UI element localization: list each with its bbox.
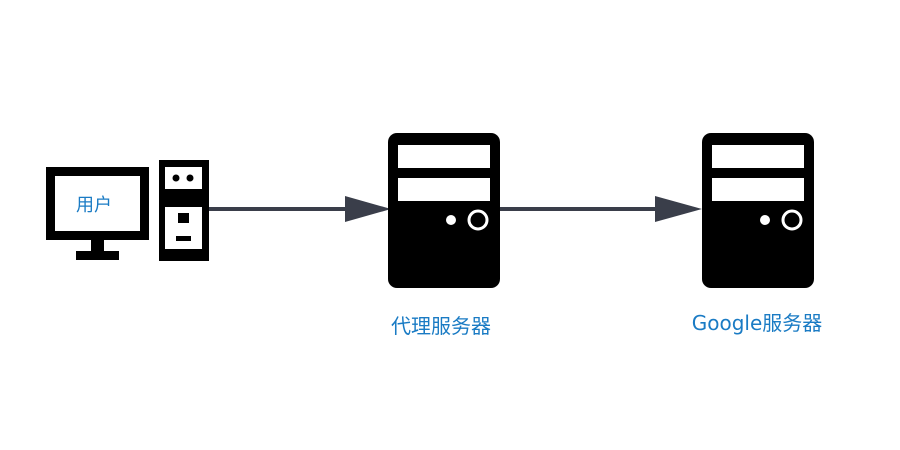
pc-tower-icon [159, 160, 209, 261]
google-server-label: Google服务器 [692, 311, 823, 335]
proxy-server-icon [388, 133, 500, 288]
arrow-proxy-to-google [500, 196, 702, 222]
google-server-icon [702, 133, 814, 288]
proxy-server-label: 代理服务器 [391, 314, 491, 338]
monitor-icon [46, 167, 149, 260]
user-computer-icon: 用户 [46, 160, 209, 261]
user-label: 用户 [76, 195, 112, 216]
arrow-user-to-proxy [209, 196, 391, 222]
